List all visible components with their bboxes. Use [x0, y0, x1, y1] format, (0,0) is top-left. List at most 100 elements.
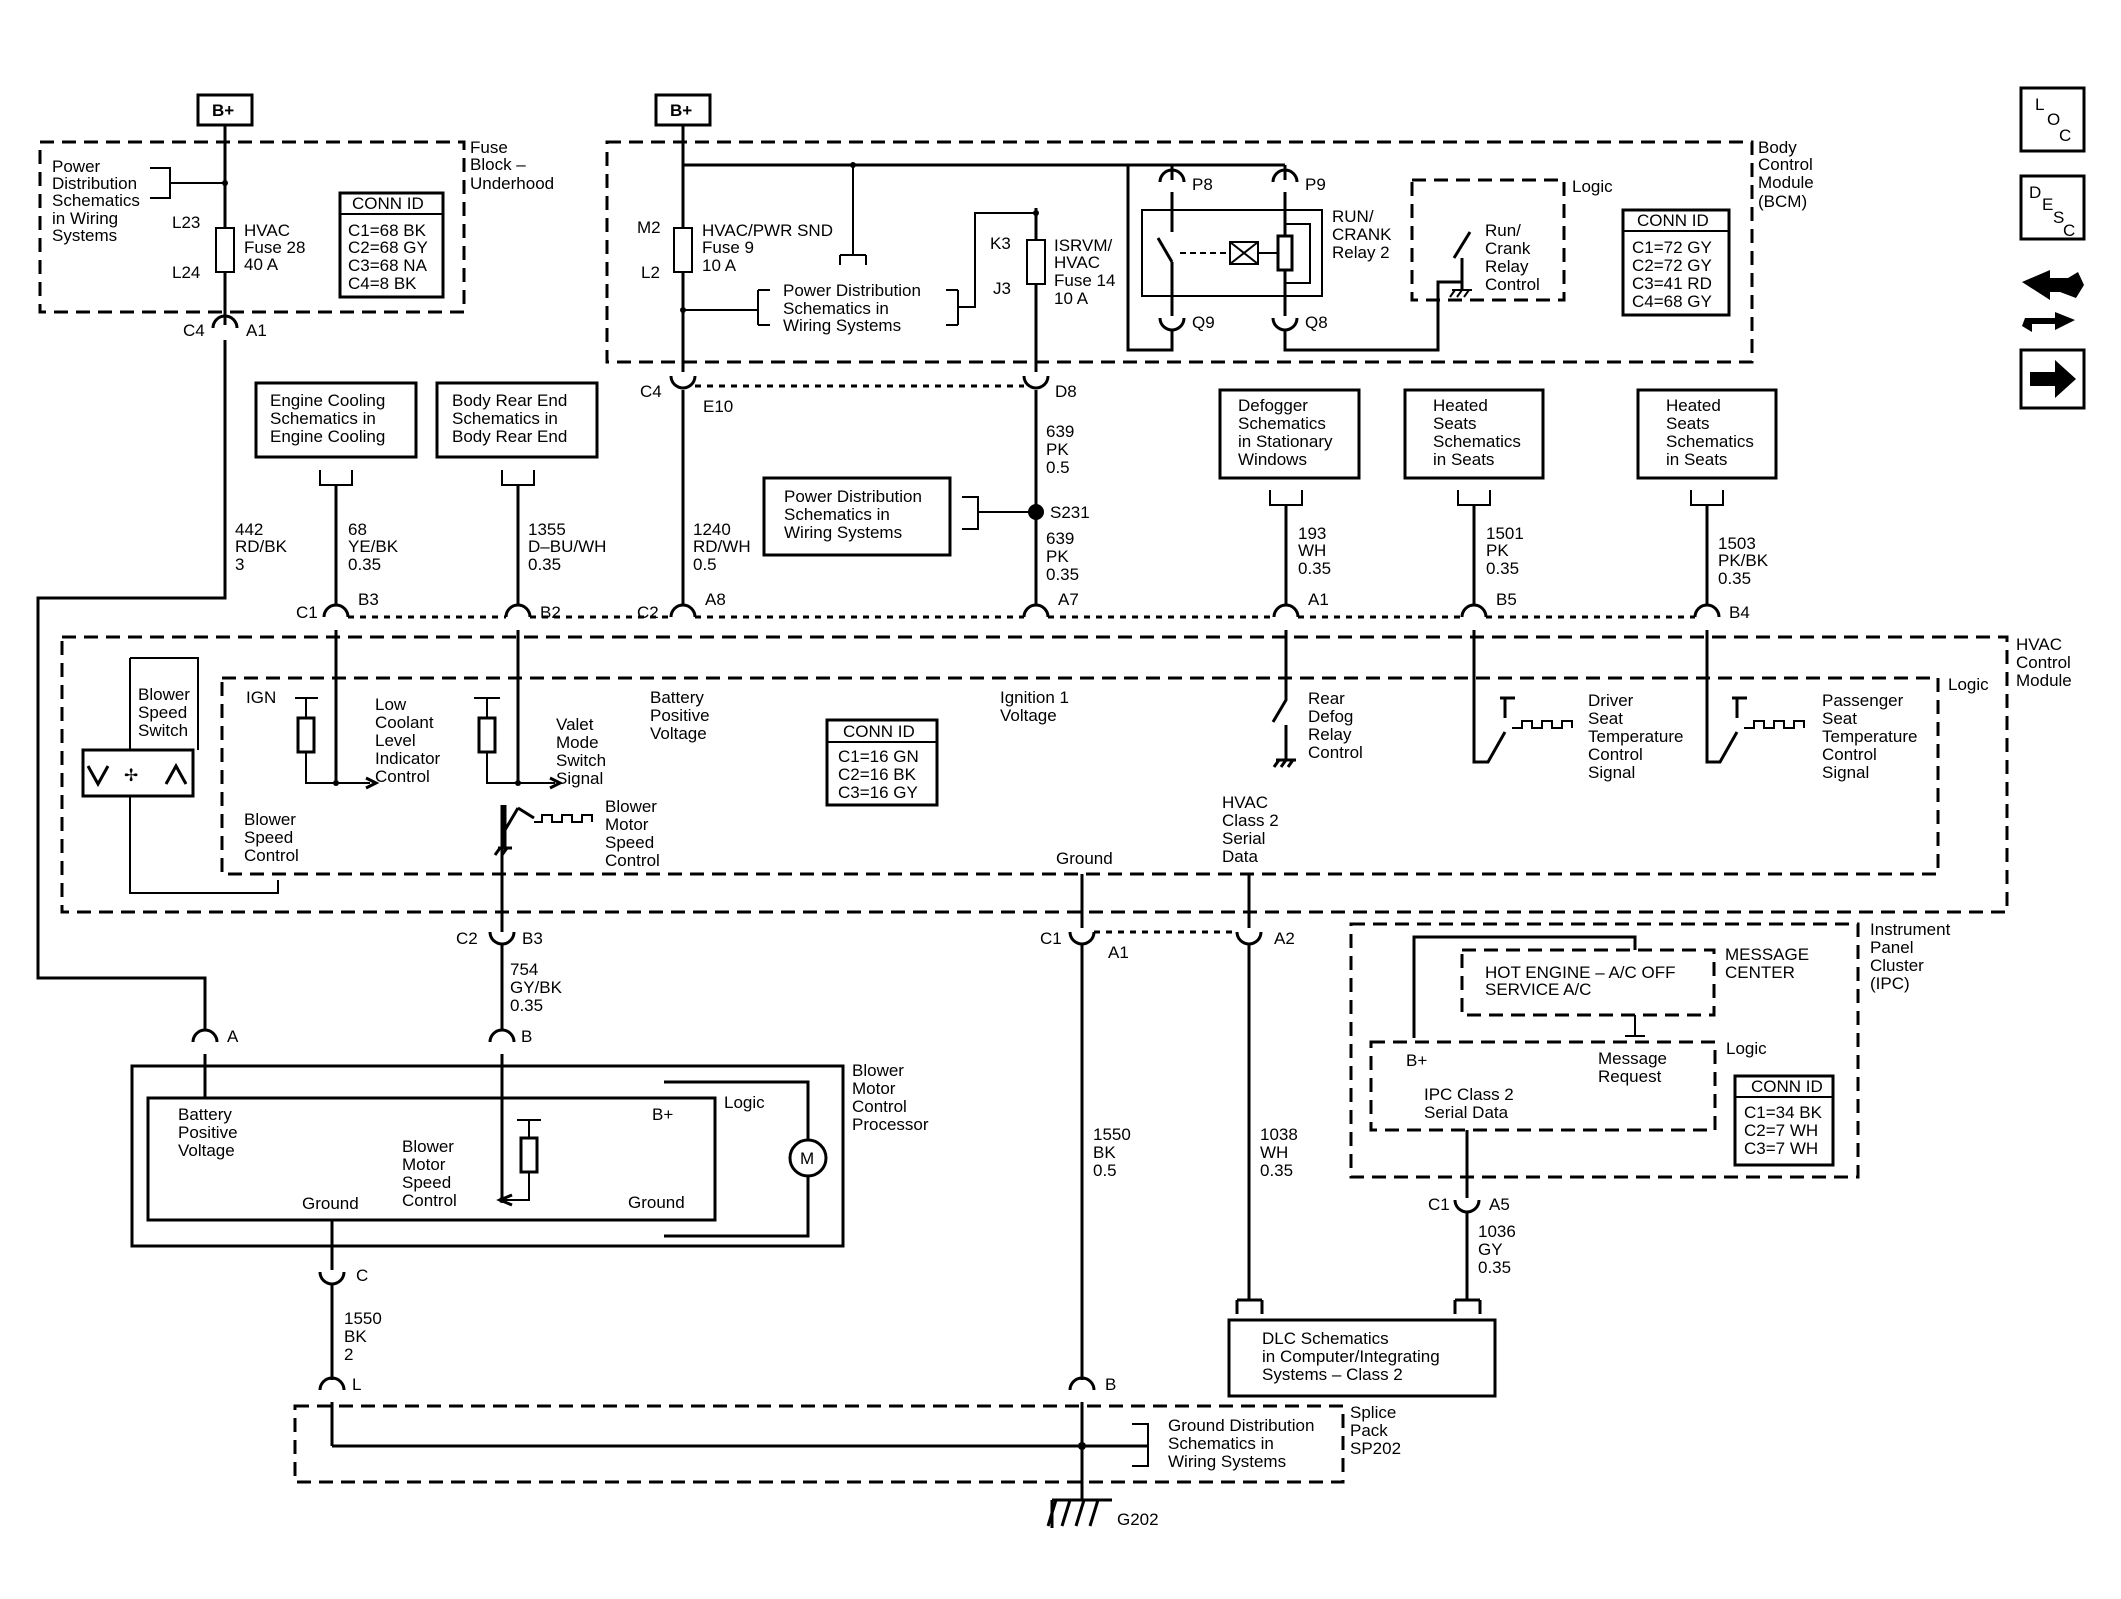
svg-text:Message: Message — [1598, 1049, 1667, 1068]
svg-text:Class 2: Class 2 — [1222, 811, 1279, 830]
wire-1501: 1501 PK 0.35 — [1472, 505, 1524, 605]
svg-text:1038: 1038 — [1260, 1125, 1298, 1144]
svg-text:L: L — [352, 1375, 361, 1394]
bplus-label: B+ — [212, 101, 234, 120]
svg-text:Ground: Ground — [628, 1193, 685, 1212]
fuse-28 — [215, 227, 235, 273]
svg-text:Logic: Logic — [724, 1093, 765, 1112]
wire-1036: 1036 GY 0.35 — [1453, 1212, 1516, 1314]
message-center — [1460, 948, 1716, 1017]
svg-text:Positive: Positive — [650, 706, 710, 725]
bcm-conn-id — [1621, 208, 1731, 317]
svg-text:0.35: 0.35 — [1718, 569, 1751, 588]
svg-text:0.35: 0.35 — [1260, 1161, 1293, 1180]
engine-cooling-ref[interactable]: Engine Cooling Schematics in Engine Cool… — [254, 381, 418, 486]
svg-text:(BCM): (BCM) — [1758, 192, 1807, 211]
svg-text:HOT ENGINE – A/C OFF: HOT ENGINE – A/C OFF — [1485, 963, 1676, 982]
heated-seats-ref-1[interactable]: Heated Seats Schematics in Seats — [1403, 388, 1545, 506]
svg-text:C2=68 GY: C2=68 GY — [348, 238, 428, 257]
svg-text:BK: BK — [344, 1327, 367, 1346]
body-rear-end-ref[interactable]: Body Rear End Schematics in Body Rear En… — [435, 381, 599, 486]
svg-text:Speed: Speed — [244, 828, 293, 847]
wire-1240: 1240 RD/WH 0.5 — [681, 390, 751, 605]
wire-639: 639 PK 0.5 S231 639 PK 0.35 — [1028, 390, 1090, 605]
svg-text:P8: P8 — [1192, 175, 1213, 194]
svg-text:HVAC/PWR SND: HVAC/PWR SND — [702, 221, 833, 240]
svg-text:10 A: 10 A — [702, 256, 737, 275]
connector-view-icon[interactable] — [2022, 270, 2084, 332]
svg-text:Instrument: Instrument — [1870, 920, 1951, 939]
dlc-schematics-ref[interactable]: DLC Schematics in Computer/Integrating S… — [1227, 1318, 1497, 1398]
svg-text:MESSAGE: MESSAGE — [1725, 945, 1809, 964]
svg-text:Module: Module — [1758, 173, 1814, 192]
svg-text:Heated: Heated — [1666, 396, 1721, 415]
svg-text:0.35: 0.35 — [1478, 1258, 1511, 1277]
svg-text:CENTER: CENTER — [1725, 963, 1795, 982]
svg-text:Cluster: Cluster — [1870, 956, 1924, 975]
defogger-ref[interactable]: Defogger Schematics in Stationary Window… — [1218, 388, 1361, 506]
svg-text:Processor: Processor — [852, 1115, 929, 1134]
svg-text:C: C — [356, 1266, 368, 1285]
svg-text:G202: G202 — [1117, 1510, 1159, 1529]
svg-text:O: O — [2047, 110, 2060, 129]
svg-text:C3=16 GY: C3=16 GY — [838, 783, 918, 802]
run-crank-relay — [1141, 209, 1323, 297]
svg-text:D–BU/WH: D–BU/WH — [528, 537, 606, 556]
svg-text:0.35: 0.35 — [1046, 565, 1079, 584]
svg-text:Schematics in: Schematics in — [1168, 1434, 1274, 1453]
svg-text:Block –: Block – — [470, 155, 526, 174]
svg-text:CONN ID: CONN ID — [1637, 211, 1709, 230]
svg-text:WH: WH — [1298, 541, 1326, 560]
svg-text:Motor: Motor — [402, 1155, 446, 1174]
svg-text:0.5: 0.5 — [693, 555, 717, 574]
svg-text:Seat: Seat — [1822, 709, 1857, 728]
svg-text:GY: GY — [1478, 1240, 1503, 1259]
svg-text:E10: E10 — [703, 397, 733, 416]
svg-text:K3: K3 — [990, 234, 1011, 253]
svg-text:C2=7 WH: C2=7 WH — [1744, 1121, 1818, 1140]
heated-seats-ref-2[interactable]: Heated Seats Schematics in Seats — [1636, 388, 1778, 506]
svg-text:Logic: Logic — [1572, 177, 1613, 196]
power-distribution-splice-ref[interactable]: Power Distribution Schematics in Wiring … — [762, 476, 1036, 557]
svg-text:C1=72 GY: C1=72 GY — [1632, 238, 1712, 257]
svg-text:A2: A2 — [1274, 929, 1295, 948]
svg-text:C4: C4 — [183, 321, 205, 340]
svg-text:Schematics: Schematics — [1433, 432, 1521, 451]
svg-text:0.35: 0.35 — [1298, 559, 1331, 578]
svg-text:10 A: 10 A — [1054, 289, 1089, 308]
svg-text:Run/: Run/ — [1485, 221, 1521, 240]
svg-text:Distribution: Distribution — [52, 174, 137, 193]
svg-text:B+: B+ — [652, 1105, 673, 1124]
desc-icon[interactable]: D E S C — [2019, 174, 2086, 241]
svg-text:Mode: Mode — [556, 733, 599, 752]
svg-text:0.35: 0.35 — [528, 555, 561, 574]
svg-text:C: C — [2063, 221, 2075, 240]
svg-text:S: S — [2053, 208, 2064, 227]
svg-text:Engine Cooling: Engine Cooling — [270, 427, 385, 446]
svg-text:B3: B3 — [358, 590, 379, 609]
wire-1038: 1038 WH 0.35 — [1235, 944, 1298, 1314]
ipc-logic-box — [1369, 1040, 1717, 1132]
svg-text:L24: L24 — [172, 263, 200, 282]
svg-text:639: 639 — [1046, 422, 1074, 441]
ipc-conn-id — [1733, 1074, 1835, 1167]
svg-text:A5: A5 — [1489, 1195, 1510, 1214]
svg-text:40 A: 40 A — [244, 255, 279, 274]
svg-text:PK/BK: PK/BK — [1718, 551, 1769, 570]
svg-text:Speed: Speed — [138, 703, 187, 722]
svg-text:Logic: Logic — [1948, 675, 1989, 694]
svg-text:Control: Control — [605, 851, 660, 870]
svg-text:L23: L23 — [172, 213, 200, 232]
svg-text:Signal: Signal — [1822, 763, 1869, 782]
next-page-icon[interactable] — [2019, 348, 2086, 410]
svg-text:Positive: Positive — [178, 1123, 238, 1142]
svg-text:Seats: Seats — [1666, 414, 1709, 433]
svg-text:Schematics in: Schematics in — [783, 299, 889, 318]
svg-text:Indicator: Indicator — [375, 749, 441, 768]
loc-icon[interactable]: L O C — [2019, 86, 2086, 153]
svg-text:HVAC: HVAC — [244, 221, 290, 240]
svg-text:Schematics in: Schematics in — [270, 409, 376, 428]
svg-text:C1=68 BK: C1=68 BK — [348, 221, 427, 240]
svg-text:Level: Level — [375, 731, 416, 750]
